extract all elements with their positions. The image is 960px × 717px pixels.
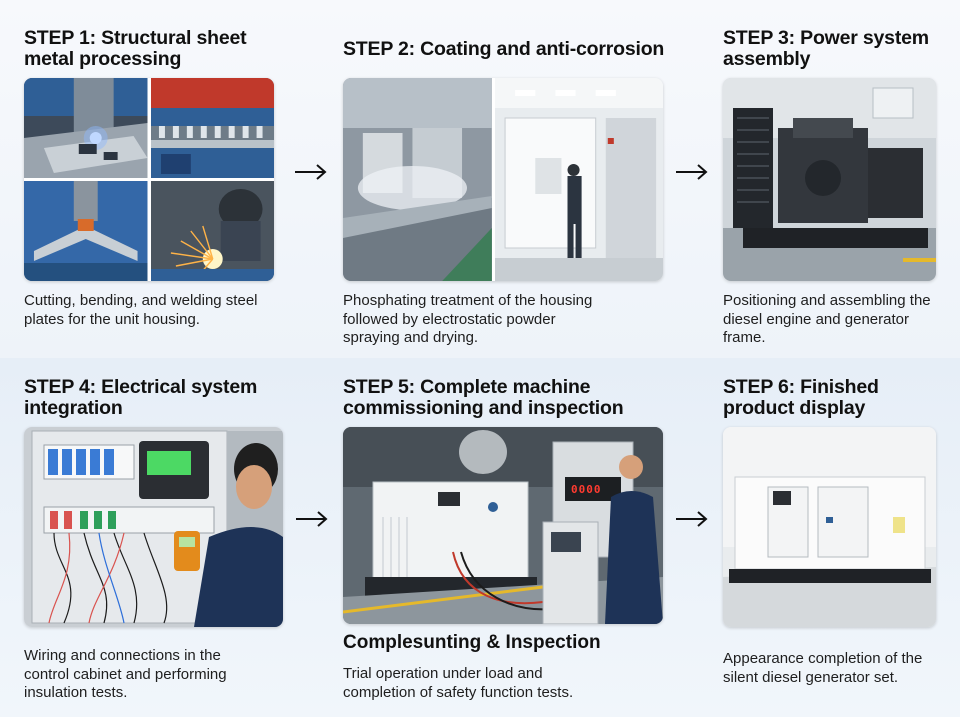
step-5-subheading: Complesunting & Inspection — [343, 632, 601, 653]
step-6-description: Appearance completion of the silent dies… — [723, 650, 922, 687]
step-1-title-line-1: STEP 1: Structural sheet — [24, 27, 247, 49]
step-5-desc-line-2: completion of safety function tests. — [343, 683, 574, 701]
right-arrow-icon — [296, 511, 328, 527]
step-6-title: STEP 6: Finished product display — [723, 377, 879, 419]
step-2-photo-collage — [343, 78, 663, 281]
step-4-title-line-2: integration — [24, 397, 123, 419]
step-6-desc-line-1: Appearance completion of the — [723, 650, 923, 667]
step-4-title-line-1: STEP 4: Electrical system — [24, 376, 258, 398]
step-3-desc-line-2: diesel engine and generator — [723, 310, 909, 328]
right-arrow-icon — [676, 511, 708, 527]
step-4-desc-line-1: Wiring and connections in the — [24, 647, 221, 664]
step-1-desc-line-2: plates for the unit housing. — [24, 310, 200, 328]
step-1-title-line-2: metal processing — [24, 48, 182, 70]
step-5-title-line-1: STEP 5: Complete machine — [343, 376, 591, 398]
step-6-title-line-2: product display — [723, 397, 866, 419]
right-arrow-icon — [676, 164, 708, 180]
step-6-desc-line-2: silent diesel generator set. — [723, 668, 899, 686]
step-3-title-line-2: assembly — [723, 48, 811, 70]
step-5-title-line-2: commissioning and inspection — [343, 397, 624, 419]
step-1-desc-line-1: Cutting, bending, and welding steel — [24, 292, 258, 309]
finished-generator-photo — [723, 427, 936, 627]
step-3-desc-line-3: frame. — [723, 329, 766, 346]
powder-spray-booth-photo — [494, 78, 663, 281]
step-2-title-line-1: STEP 2: Coating and anti-corrosion — [343, 38, 665, 60]
step-5-desc-line-1: Trial operation under load and — [343, 665, 543, 682]
step-2-desc-line-2: followed by electrostatic powder — [343, 310, 556, 328]
step-2-desc-line-1: Phosphating treatment of the housing — [343, 292, 593, 309]
right-arrow-icon — [295, 164, 327, 180]
step-2-title: STEP 2: Coating and anti-corrosion — [343, 39, 664, 60]
phosphating-line-photo — [343, 78, 492, 281]
step-1-title: STEP 1: Structural sheet metal processin… — [24, 27, 247, 70]
laser-cutting-photo — [24, 78, 148, 178]
step-4-desc-line-2: control cabinet and performing — [24, 665, 227, 683]
step-2-description: Phosphating treatment of the housing fol… — [343, 292, 592, 348]
bending-photo — [24, 181, 148, 281]
step-4-desc-line-3: insulation tests. — [24, 684, 128, 701]
power-system-photo — [723, 78, 936, 281]
step-2-desc-line-3: spraying and drying. — [343, 329, 479, 346]
step-1-photo-collage — [24, 78, 274, 281]
welding-photo — [150, 181, 274, 281]
step-4-description: Wiring and connections in the control ca… — [24, 647, 227, 703]
test-bench-meter-readout: 0000 — [571, 483, 602, 496]
step-3-title: STEP 3: Power system assembly — [723, 28, 929, 70]
commissioning-photo: 0000 — [343, 427, 663, 624]
electrical-cabinet-photo — [24, 427, 283, 627]
step-3-desc-line-1: Positioning and assembling the — [723, 292, 931, 309]
step-3-title-line-1: STEP 3: Power system — [723, 27, 929, 49]
step-4-title: STEP 4: Electrical system integration — [24, 377, 257, 419]
step-5-description: Trial operation under load and completio… — [343, 665, 573, 702]
step-1-description: Cutting, bending, and welding steel plat… — [24, 292, 258, 329]
press-brake-photo — [150, 78, 274, 178]
step-3-description: Positioning and assembling the diesel en… — [723, 292, 931, 348]
step-5-title: STEP 5: Complete machine commissioning a… — [343, 376, 624, 419]
step-6-title-line-1: STEP 6: Finished — [723, 376, 879, 398]
